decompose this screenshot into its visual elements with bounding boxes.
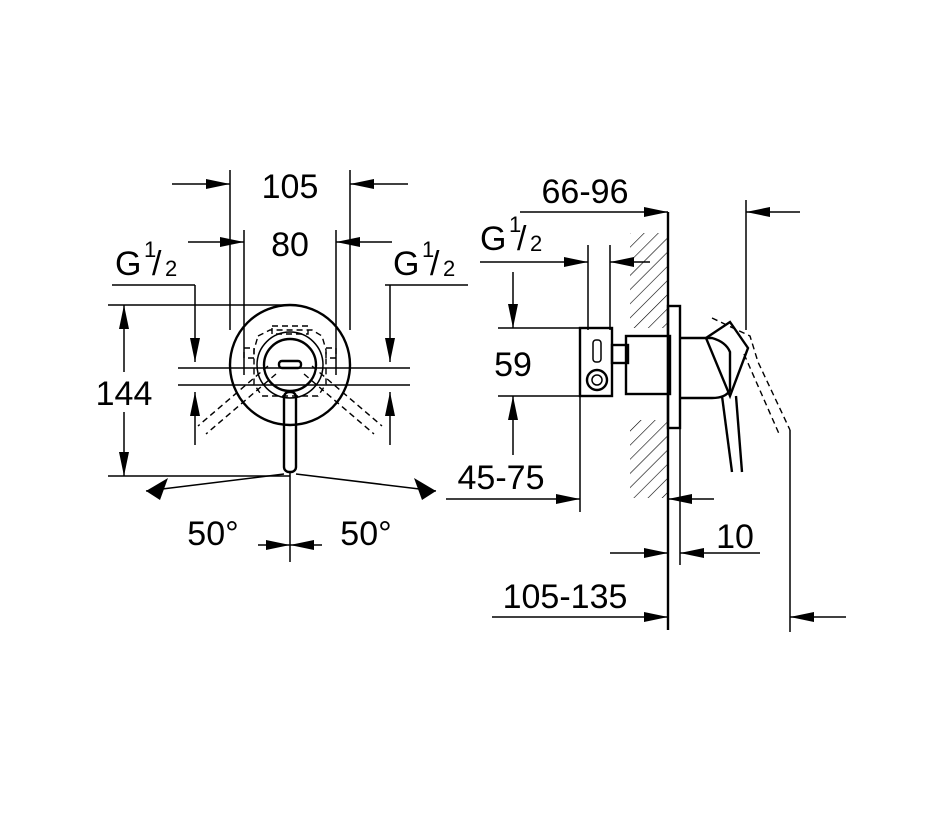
dim-angle-left: 50°: [187, 515, 238, 553]
thread-left-den: 2: [165, 256, 177, 281]
thread-left-slash: /: [152, 245, 162, 283]
thread-side-den: 2: [530, 231, 542, 256]
handle-swing-dash: [711, 317, 791, 431]
dim-wall-depth: 66-96: [542, 173, 629, 211]
lever-swing-left: [205, 373, 277, 435]
thread-right-den: 2: [443, 256, 455, 281]
valve-neck: [610, 343, 630, 365]
escutcheon-plate-side: [666, 304, 682, 430]
concealed-body-outline: [253, 329, 327, 397]
body-top-tab: [271, 325, 309, 335]
inlet-port: [585, 368, 609, 392]
dim-plate-10: 10: [716, 518, 754, 556]
dim-total-depth: 105-135: [503, 578, 628, 616]
cartridge-cap: [262, 337, 318, 393]
dim-height-144: 144: [96, 375, 153, 413]
cartridge-slot: [277, 359, 303, 370]
handle-lever-side: [720, 395, 734, 473]
lever-swing-right: [303, 373, 375, 435]
handle-lever-head: [704, 320, 750, 400]
lever-swing-left-2: [197, 365, 269, 427]
dim-width-80: 80: [271, 226, 309, 264]
thread-side-slash: /: [517, 220, 527, 258]
handle-lever-side-2: [734, 395, 744, 473]
side-view: 66-96 G 1 / 2 59 45-75 10: [446, 173, 846, 632]
dim-inlet-59: 59: [494, 346, 532, 384]
dim-angle-right: 50°: [340, 515, 391, 553]
thread-side-g: G: [480, 220, 506, 258]
thread-side-num: 1: [509, 212, 521, 237]
dim-rough-depth: 45-75: [458, 459, 545, 497]
body-left-tab: [243, 347, 255, 359]
wall-hatch-top: [630, 233, 668, 328]
handle-body: [680, 336, 732, 400]
body-right-tab: [325, 347, 337, 359]
handle-swing-dash-2: [743, 353, 781, 437]
inlet-port-inner: [591, 374, 603, 386]
cartridge-housing: [256, 331, 324, 399]
escutcheon-plate: [228, 303, 352, 427]
lever-handle: [282, 390, 298, 474]
wall-hatch-bottom: [630, 420, 668, 498]
dim-width-105: 105: [262, 168, 319, 206]
thread-left-num: 1: [144, 237, 156, 262]
lever-swing-right-2: [311, 365, 383, 427]
thread-left-g: G: [115, 245, 141, 283]
thread-right-num: 1: [422, 237, 434, 262]
thread-right-g: G: [393, 245, 419, 283]
port-slot: [592, 339, 602, 363]
front-view: 105 80 G 1 / 2 G 1 / 2: [92, 168, 468, 562]
thread-right-slash: /: [430, 245, 440, 283]
cartridge-sleeve: [624, 334, 672, 396]
